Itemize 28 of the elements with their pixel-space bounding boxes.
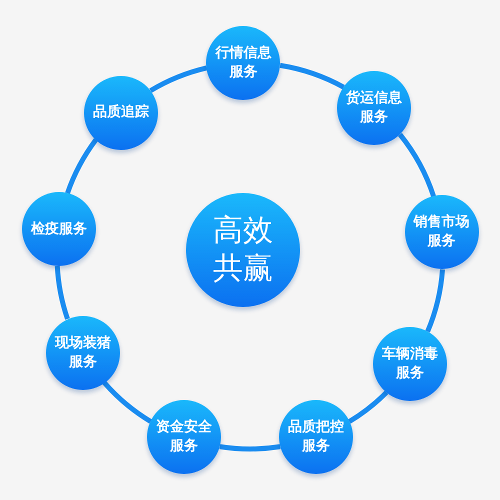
service-circle xyxy=(146,400,221,474)
service-circle xyxy=(22,192,96,266)
circle-label: 行情信息服务 xyxy=(214,44,272,82)
ring-connector xyxy=(102,380,152,424)
circle-label: 品质把控服务 xyxy=(287,418,345,456)
ring-connector xyxy=(149,65,208,93)
circle-label: 高效共赢 xyxy=(212,212,274,288)
ring-connector xyxy=(280,62,345,90)
ring-connector xyxy=(398,133,436,198)
service-circle xyxy=(84,76,158,150)
ring-connector xyxy=(65,138,98,194)
service-circle xyxy=(279,400,353,474)
ring-connector xyxy=(220,444,280,452)
ring-connector xyxy=(348,390,388,424)
ring-connector xyxy=(425,269,445,332)
circle-label: 资金安全服务 xyxy=(154,418,213,456)
service-circle xyxy=(206,26,280,100)
service-circle xyxy=(404,195,479,270)
service-circle xyxy=(337,71,412,146)
circle-label: 车辆消毒服务 xyxy=(381,344,439,383)
service-circle xyxy=(373,326,447,401)
circle-label: 品质追踪 xyxy=(92,103,150,122)
circle-label: 货运信息服务 xyxy=(345,89,404,128)
circle-label: 现场装猪服务 xyxy=(54,334,112,372)
circle-label: 检疫服务 xyxy=(30,220,88,239)
service-circle xyxy=(46,316,120,390)
ring-connector xyxy=(54,266,70,320)
circle-label: 销售市场服务 xyxy=(412,213,471,252)
